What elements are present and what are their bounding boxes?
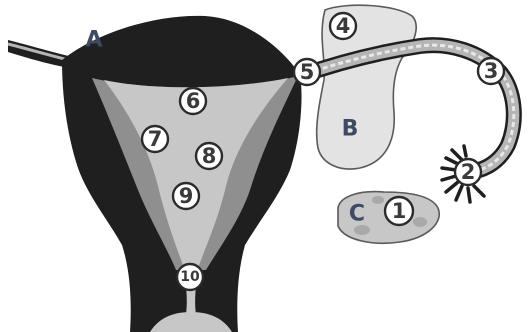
marker-5: 5 <box>294 59 320 85</box>
marker-5-text: 5 <box>300 60 315 84</box>
marker-8-text: 8 <box>202 144 217 168</box>
label-a: A <box>85 28 102 53</box>
marker-3: 3 <box>478 58 504 84</box>
label-c: C <box>349 202 365 227</box>
marker-3-text: 3 <box>484 59 499 83</box>
marker-9: 9 <box>173 183 199 209</box>
label-b: B <box>342 117 359 142</box>
marker-6: 6 <box>180 88 206 114</box>
marker-7: 7 <box>142 126 168 152</box>
marker-9-text: 9 <box>179 184 194 208</box>
marker-4-text: 4 <box>336 14 351 38</box>
marker-6-text: 6 <box>186 89 201 113</box>
marker-4: 4 <box>330 13 356 39</box>
marker-1-text: 1 <box>392 199 407 223</box>
marker-1: 1 <box>385 197 413 225</box>
marker-2-text: 2 <box>461 160 476 184</box>
marker-10: 10 <box>177 264 203 290</box>
marker-7-text: 7 <box>148 127 163 151</box>
marker-2: 2 <box>455 159 481 185</box>
marker-10-text: 10 <box>180 269 200 285</box>
marker-8: 8 <box>196 143 222 169</box>
